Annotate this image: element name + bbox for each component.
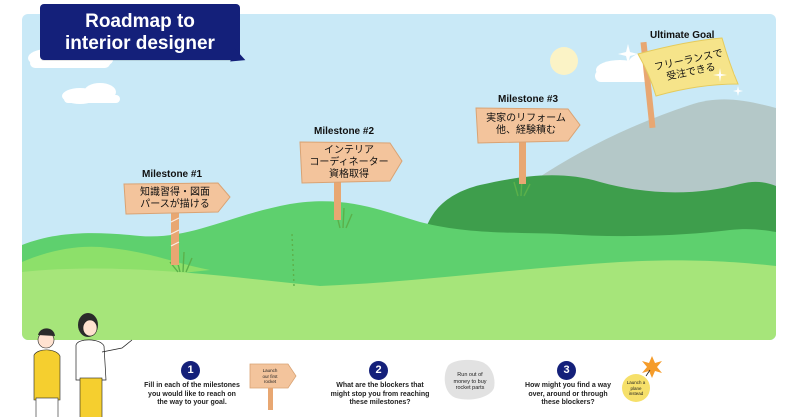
- milestone-2-sign-line-2: コーディネーター: [309, 157, 389, 168]
- example-sign-line-1: Launch: [262, 368, 278, 373]
- example-bomb-line-3: instead: [628, 391, 644, 396]
- title-line-2: interior designer: [65, 33, 215, 54]
- milestone-1-sign-text: 知識習得・図面 パースが描ける: [130, 187, 220, 211]
- milestone-2-sign-line-3: 資格取得: [329, 169, 369, 180]
- title-card: Roadmap to interior designer: [40, 4, 240, 60]
- sparkle-icon: [713, 68, 727, 82]
- milestone-2-sign-line-1: インテリア: [324, 145, 374, 156]
- step-3-text: How might you find a way over, around or…: [498, 382, 638, 408]
- people-illustration: [33, 313, 133, 417]
- example-rock-line-1: Run out of: [457, 372, 483, 378]
- signpost-3-board: [475, 107, 581, 144]
- example-rock-text: Run out of money to buy rocket parts: [448, 372, 492, 392]
- example-rock-line-2: money to buy: [453, 378, 487, 385]
- example-bomb-line-1: Launch a: [626, 380, 646, 385]
- goal-flag: [637, 37, 739, 97]
- step-1-line-1: Fill in each of the milestones: [144, 382, 240, 389]
- step-2-line-1: What are the blockers that: [336, 382, 424, 389]
- example-sign-pole: [268, 388, 273, 410]
- sparkle-icon: [733, 86, 743, 96]
- milestone-1-sign-line-2: パースが描ける: [140, 199, 210, 210]
- signpost-1-pole: [171, 205, 179, 265]
- step-1-text: Fill in each of the milestones you would…: [122, 382, 262, 408]
- step-3-line-1: How might you find a way: [525, 382, 611, 389]
- ultimate-goal-label: Ultimate Goal: [650, 30, 715, 41]
- grass-tuft-4: [291, 233, 295, 287]
- page-title: Roadmap to interior designer: [40, 11, 240, 55]
- step-2-line-3: these milestones?: [349, 399, 411, 406]
- example-rock: [444, 359, 495, 400]
- milestone-3-sign-line-1: 実家のリフォーム: [486, 113, 566, 124]
- example-sign-text: Launch our first rocket: [252, 368, 288, 385]
- milestone-3-label: Milestone #3: [498, 94, 559, 105]
- example-sign-line-3: rocket: [263, 379, 277, 384]
- step-2-text: What are the blockers that might stop yo…: [310, 382, 450, 408]
- step-1-line-3: the way to your goal.: [157, 399, 227, 406]
- example-bomb-text: Launch a plane instead: [622, 380, 650, 397]
- step-3-line-2: over, around or through: [528, 390, 608, 398]
- step-2-number: 2: [369, 361, 388, 380]
- step-1-line-2: you would like to reach on: [148, 390, 236, 398]
- milestone-3-sign-text: 実家のリフォーム 他、経験積む: [480, 113, 572, 137]
- example-bomb: [622, 374, 650, 402]
- title-line-1: Roadmap to: [85, 11, 195, 32]
- sun-icon: [550, 47, 578, 75]
- milestone-1-label: Milestone #1: [142, 169, 203, 180]
- example-bomb-line-2: plane: [630, 385, 642, 391]
- signpost-2-pole: [334, 176, 341, 220]
- signpost-2-board: [299, 141, 403, 184]
- spark-icon: [642, 356, 662, 378]
- step-3-line-3: these blockers?: [541, 399, 595, 406]
- cloud-middle: [62, 83, 120, 104]
- step-3-number: 3: [557, 361, 576, 380]
- front-field: [22, 260, 776, 340]
- milestone-2-sign-text: インテリア コーディネーター 資格取得: [304, 145, 394, 181]
- example-rock-line-3: rocket parts: [455, 385, 485, 391]
- step-2-line-2: might stop you from reaching: [330, 390, 430, 398]
- example-sign-board: [249, 363, 297, 389]
- signpost-1-board: [123, 182, 231, 215]
- milestone-1-sign-line-1: 知識習得・図面: [140, 187, 210, 198]
- signpost-3-pole: [519, 136, 526, 184]
- sparkle-icon: [618, 44, 638, 64]
- milestone-3-sign-line-2: 他、経験積む: [496, 125, 556, 136]
- milestone-2-label: Milestone #2: [314, 126, 375, 137]
- example-sign-line-2: our first: [262, 373, 278, 379]
- step-1-number: 1: [181, 361, 200, 380]
